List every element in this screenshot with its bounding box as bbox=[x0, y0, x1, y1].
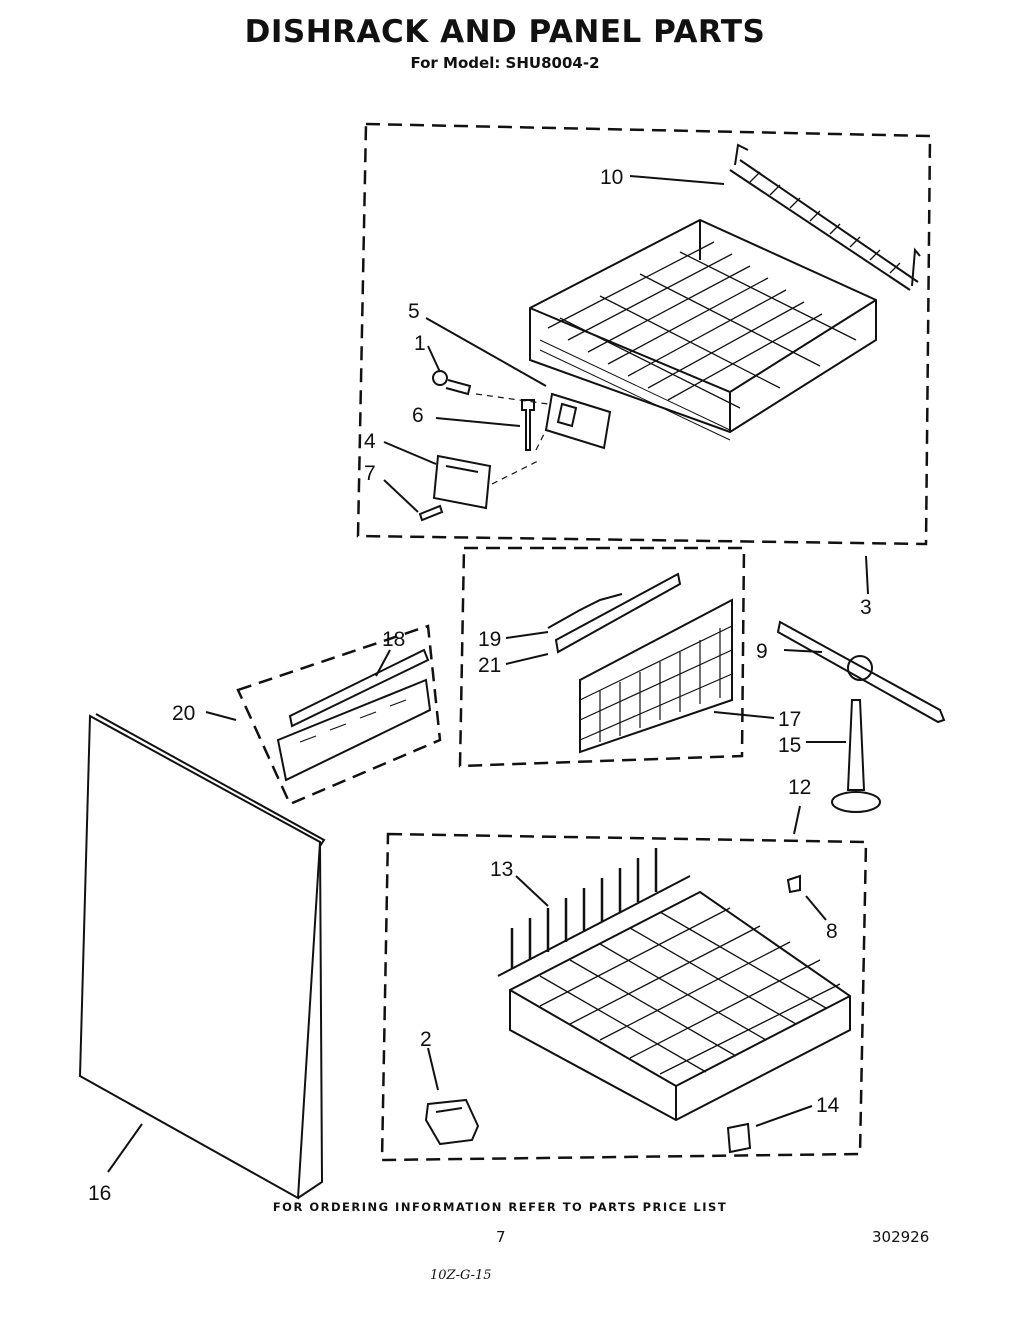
callout-8: 8 bbox=[826, 920, 838, 943]
left-group-boundary bbox=[236, 624, 442, 806]
lower-rack-group-boundary bbox=[380, 832, 868, 1162]
callout-21: 21 bbox=[478, 654, 501, 677]
callout-5: 5 bbox=[408, 300, 420, 323]
callout-9: 9 bbox=[756, 640, 768, 663]
callout-12: 12 bbox=[788, 776, 811, 799]
middle-group-boundary bbox=[458, 546, 746, 768]
upper-rack-group-boundary bbox=[356, 122, 932, 546]
page-title: DISHRACK AND PANEL PARTS bbox=[244, 14, 766, 50]
door-panel-part-16 bbox=[78, 713, 326, 1200]
bracket-part-5 bbox=[544, 392, 612, 450]
callout-19: 19 bbox=[478, 628, 501, 651]
callout-4: 4 bbox=[364, 430, 376, 453]
callout-15: 15 bbox=[778, 734, 801, 757]
handwritten-note: 10Z-G-15 bbox=[430, 1268, 492, 1283]
screw-part-7 bbox=[418, 504, 444, 522]
stud-part-6 bbox=[521, 399, 535, 451]
spray-tube-part-15 bbox=[831, 699, 881, 813]
callout-18: 18 bbox=[382, 628, 405, 651]
callout-14: 14 bbox=[816, 1094, 840, 1117]
panel-trim-part-20 bbox=[276, 678, 432, 782]
roller-part-2 bbox=[424, 1098, 480, 1146]
cup-shelf-part-10 bbox=[729, 143, 921, 291]
ordering-note: FOR ORDERING INFORMATION REFER TO PARTS … bbox=[272, 1200, 728, 1214]
callout-7: 7 bbox=[364, 462, 376, 485]
clip-part-14 bbox=[726, 1122, 752, 1154]
cap-part-4 bbox=[432, 454, 492, 510]
callout-1: 1 bbox=[414, 332, 426, 355]
document-number: 302926 bbox=[872, 1228, 930, 1246]
grille-panel-part-17 bbox=[579, 598, 733, 754]
upper-dishrack bbox=[529, 218, 877, 441]
page-number: 7 bbox=[496, 1228, 506, 1246]
rail-part-19-21 bbox=[547, 572, 682, 654]
knob-part-8 bbox=[786, 874, 801, 894]
strip-part-18 bbox=[288, 648, 430, 728]
callout-20: 20 bbox=[172, 702, 195, 725]
callout-2: 2 bbox=[420, 1028, 432, 1051]
lower-dishrack bbox=[509, 890, 851, 1122]
tine-row-part-13 bbox=[497, 848, 691, 977]
callout-16: 16 bbox=[88, 1182, 111, 1205]
callout-6: 6 bbox=[412, 404, 424, 427]
spray-arm-part-9 bbox=[776, 620, 946, 724]
callout-10: 10 bbox=[600, 166, 623, 189]
callout-3: 3 bbox=[860, 596, 872, 619]
callout-17: 17 bbox=[778, 708, 801, 731]
callout-13: 13 bbox=[490, 858, 513, 881]
wheel-part-1 bbox=[432, 370, 448, 386]
model-subtitle: For Model: SHU8004-2 bbox=[410, 54, 600, 72]
